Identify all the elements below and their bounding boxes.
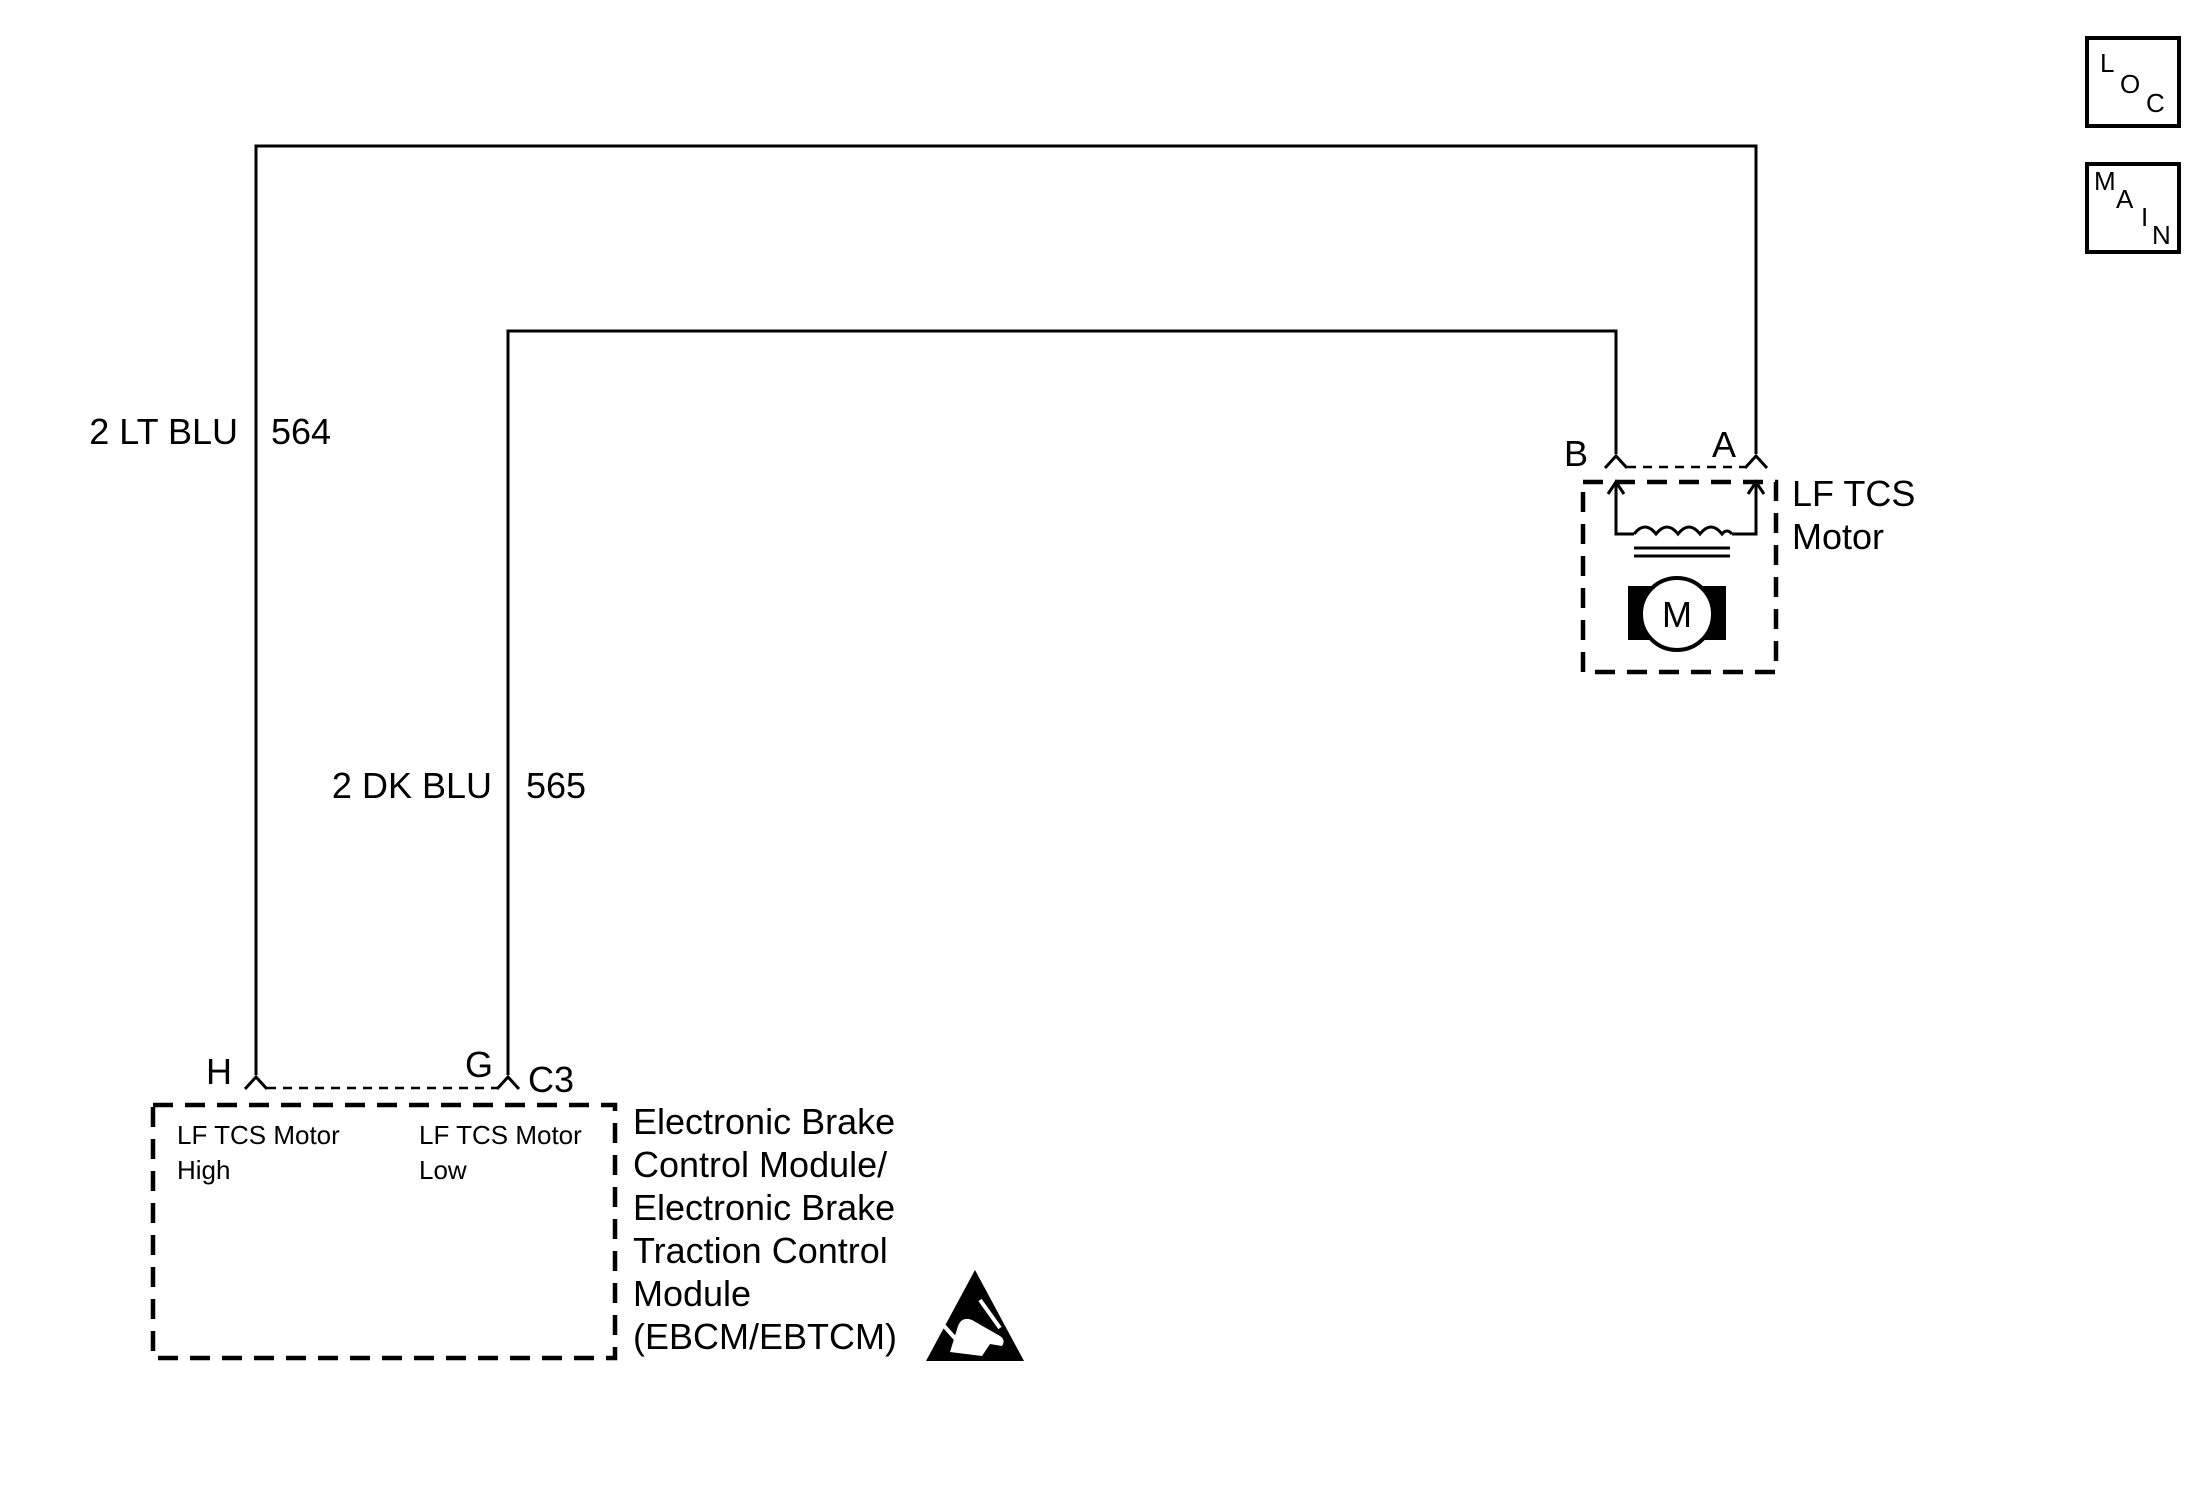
module-name-line6: (EBCM/EBTCM) <box>633 1316 897 1357</box>
motor-icon <box>1639 576 1715 652</box>
module-connector-label: C3 <box>528 1059 574 1100</box>
motor-pin-a-terminal <box>1743 453 1769 470</box>
module-outline <box>150 1102 618 1361</box>
loc-letter-c: C <box>2146 88 2165 118</box>
motor-lead-a <box>1732 482 1758 536</box>
module-name-line2: Control Module/ <box>633 1144 887 1185</box>
wire-564 <box>254 144 1758 1075</box>
ebcm-module: H G C3 LF TCS Motor High LF TCS Motor Lo… <box>150 1044 1024 1361</box>
wire-565-color-label: 2 DK BLU <box>332 765 492 806</box>
loc-letter-o: O <box>2120 69 2140 99</box>
motor-outline <box>1580 479 1779 675</box>
module-name-line5: Module <box>633 1273 751 1314</box>
motor-pin-b-label: B <box>1564 433 1588 474</box>
main-letter-a: A <box>2116 184 2134 214</box>
motor-lead-b <box>1614 482 1634 536</box>
motor-label-line1: LF TCS <box>1792 473 1915 514</box>
module-pin-h-label: H <box>206 1051 232 1092</box>
wire-564-color-label: 2 LT BLU <box>89 411 238 452</box>
terminal-h-label-line1: LF TCS Motor <box>177 1120 340 1150</box>
motor-pin-b-terminal <box>1603 453 1629 470</box>
main-letter-n: N <box>2152 220 2171 250</box>
wire-564-circuit-label: 564 <box>271 411 331 452</box>
terminal-g-label-line2: Low <box>419 1155 467 1185</box>
wire-565-circuit-label: 565 <box>526 765 586 806</box>
module-pin-g-label: G <box>465 1044 493 1085</box>
loc-letter-l: L <box>2100 48 2114 78</box>
module-pin-g-terminal <box>495 1074 521 1091</box>
module-name-line1: Electronic Brake <box>633 1101 895 1142</box>
wire-565 <box>506 329 1618 1075</box>
motor-pin-a-label: A <box>1712 424 1736 465</box>
lf-tcs-motor: B A M LF TCS Motor <box>1564 424 1915 675</box>
terminal-g-label-line1: LF TCS Motor <box>419 1120 582 1150</box>
main-letter-i: I <box>2141 202 2148 232</box>
terminal-h-label-line2: High <box>177 1155 230 1185</box>
main-button[interactable]: M A I N <box>2085 162 2181 254</box>
module-name-line4: Traction Control <box>633 1230 888 1271</box>
coil-icon <box>1632 525 1734 537</box>
module-pin-h-terminal <box>243 1074 269 1091</box>
motor-symbol-label: M <box>1662 594 1692 635</box>
loc-button[interactable]: L O C <box>2085 36 2181 128</box>
esd-warning-icon <box>926 1270 1024 1361</box>
module-name-line3: Electronic Brake <box>633 1187 895 1228</box>
main-letter-m: M <box>2094 166 2116 196</box>
motor-label-line2: Motor <box>1792 516 1884 557</box>
